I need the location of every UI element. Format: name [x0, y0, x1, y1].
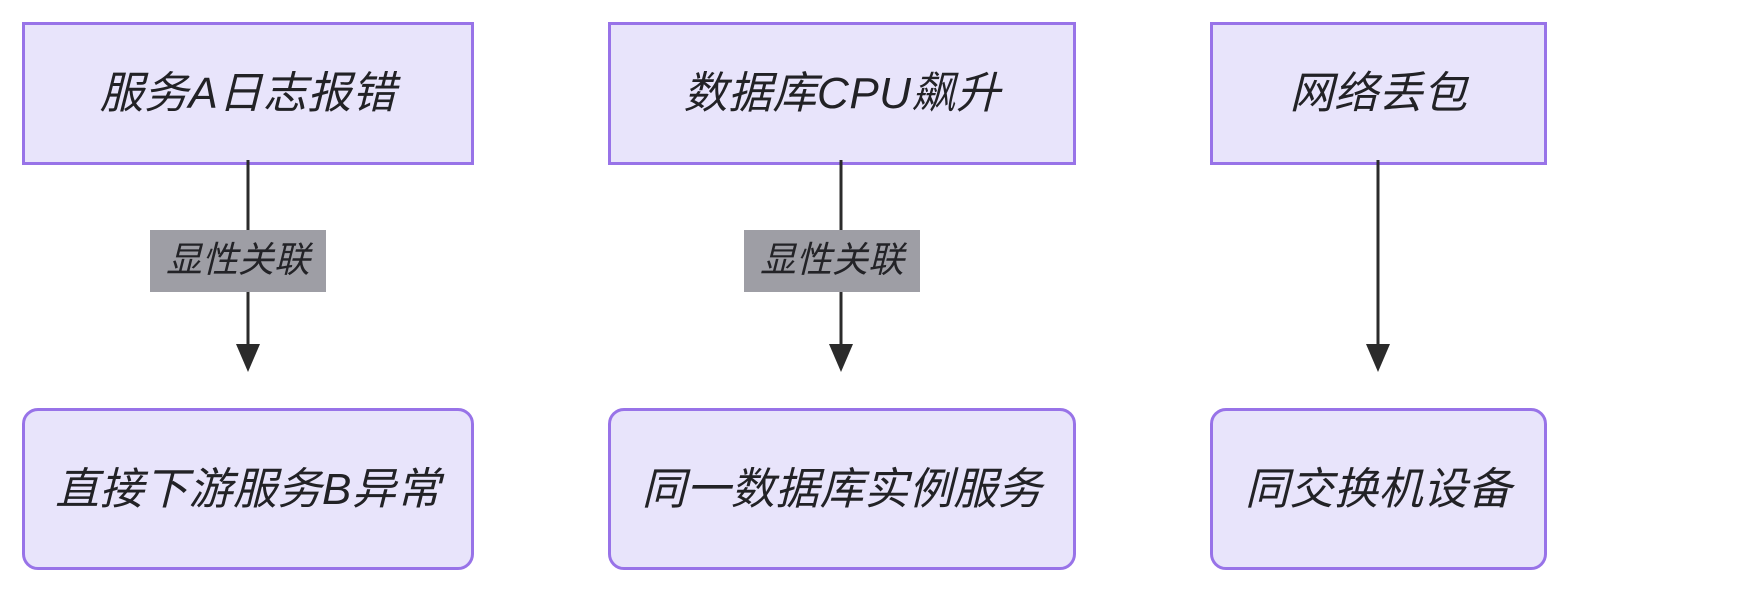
node-database-cpu-spike[interactable]: 数据库CPU飙升 — [608, 22, 1076, 165]
edge-label-explicit-correlation-2: 显性关联 — [744, 230, 921, 292]
node-service-a-log-error[interactable]: 服务A日志报错 — [22, 22, 474, 165]
flow-column-1: 服务A日志报错 显性关联 直接下游服务B异常 — [0, 0, 520, 594]
node-same-database-instance-service[interactable]: 同一数据库实例服务 — [608, 408, 1076, 570]
edge-label-explicit-correlation-1: 显性关联 — [150, 230, 327, 292]
node-direct-downstream-service-b-abnormal[interactable]: 直接下游服务B异常 — [22, 408, 474, 570]
node-network-packet-loss[interactable]: 网络丢包 — [1210, 22, 1547, 165]
edge-connector-3 — [1366, 160, 1390, 372]
node-same-switch-device[interactable]: 同交换机设备 — [1210, 408, 1547, 570]
